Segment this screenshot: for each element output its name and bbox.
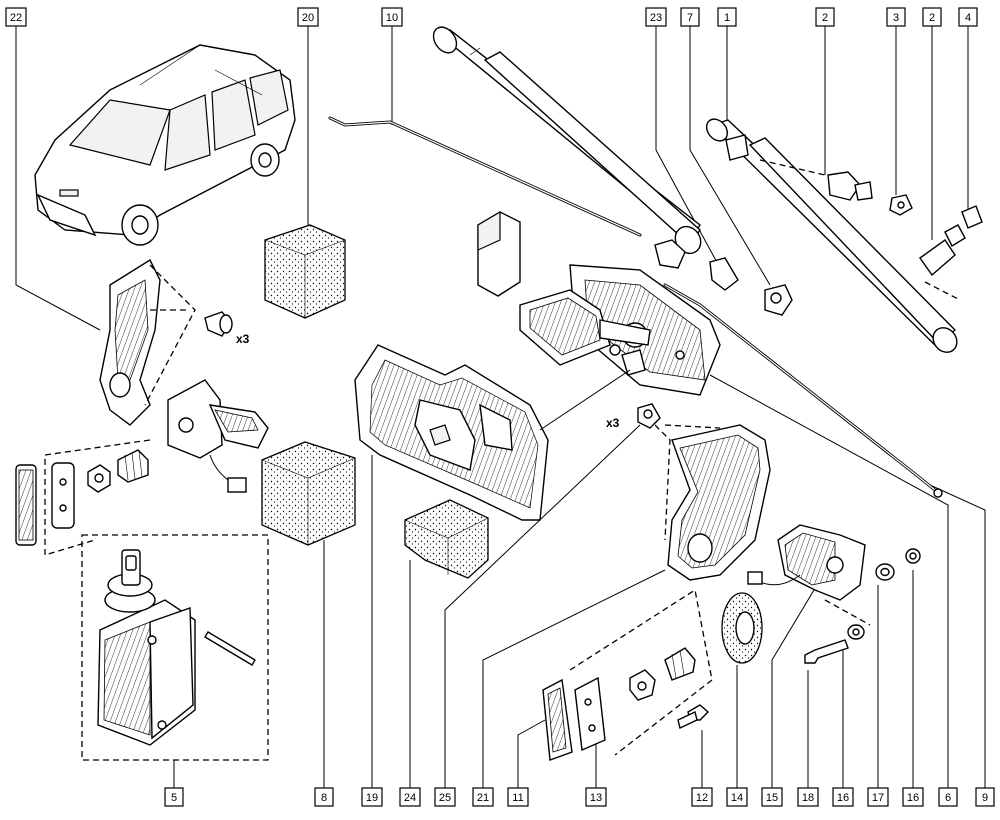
callout-2-top: 2 bbox=[815, 7, 835, 27]
lock-cylinder-assembly bbox=[81, 534, 269, 761]
lock-actuator-motor bbox=[167, 379, 269, 493]
callout-label: 20 bbox=[302, 12, 314, 24]
callout-label: 2 bbox=[929, 12, 935, 24]
lock-bracket bbox=[99, 258, 196, 426]
lock-cylinder-parts-bottom bbox=[542, 588, 713, 761]
callout-20: 20 bbox=[297, 7, 319, 27]
callout-label: 23 bbox=[650, 12, 662, 24]
trim-screws-qty: x3 bbox=[606, 416, 620, 430]
lock-gasket bbox=[721, 592, 763, 664]
callout-4: 4 bbox=[958, 7, 978, 27]
callout-label: 1 bbox=[724, 12, 730, 24]
callout-label: 7 bbox=[687, 12, 693, 24]
callout-label: 13 bbox=[590, 792, 602, 804]
ball-joint-fittings bbox=[654, 239, 793, 316]
minivan-icon bbox=[34, 44, 296, 246]
callout-label: 16 bbox=[837, 792, 849, 804]
control-rod-6 bbox=[663, 283, 943, 498]
tailgate-latch-assembly bbox=[519, 264, 721, 396]
callout-6: 6 bbox=[938, 787, 958, 807]
callout-label: 22 bbox=[10, 12, 22, 24]
callout-3: 3 bbox=[886, 7, 906, 27]
callout-12: 12 bbox=[691, 787, 713, 807]
callout-1: 1 bbox=[717, 7, 737, 27]
callout-label: 5 bbox=[171, 792, 177, 804]
trim-panel bbox=[354, 344, 631, 521]
callout-label: 10 bbox=[386, 12, 398, 24]
callout-label: 21 bbox=[477, 792, 489, 804]
callout-label: 8 bbox=[321, 792, 327, 804]
lock-bolts-qty: x3 bbox=[236, 332, 250, 346]
bezel-housing bbox=[654, 424, 771, 581]
callout-label: 14 bbox=[731, 792, 743, 804]
callout-label: 25 bbox=[439, 792, 451, 804]
callout-label: 12 bbox=[696, 792, 708, 804]
callout-label: 19 bbox=[366, 792, 378, 804]
callout-7: 7 bbox=[680, 7, 700, 27]
foam-block-20 bbox=[264, 224, 346, 319]
callout-label: 9 bbox=[982, 792, 988, 804]
callout-label: 3 bbox=[893, 12, 899, 24]
callout-14: 14 bbox=[726, 787, 748, 807]
callout-10: 10 bbox=[381, 7, 403, 27]
callout-9: 9 bbox=[975, 787, 995, 807]
foam-block-24 bbox=[404, 499, 489, 579]
callout-label: 6 bbox=[945, 792, 951, 804]
callout-17: 17 bbox=[867, 787, 889, 807]
callout-24: 24 bbox=[399, 787, 421, 807]
callout-18: 18 bbox=[797, 787, 819, 807]
callout-label: 4 bbox=[965, 12, 971, 24]
lock-cylinder-parts-left bbox=[15, 439, 151, 556]
callout-21: 21 bbox=[472, 787, 494, 807]
leader-lines bbox=[15, 22, 986, 790]
callout-label: 17 bbox=[872, 792, 884, 804]
foam-block-8 bbox=[261, 441, 356, 546]
trim-screw bbox=[637, 403, 661, 429]
bolt-18-washer-16 bbox=[804, 624, 865, 664]
callout-22: 22 bbox=[5, 7, 27, 27]
callout-25: 25 bbox=[434, 787, 456, 807]
callout-11: 11 bbox=[507, 787, 529, 807]
callout-label: 11 bbox=[512, 792, 523, 804]
callout-label: 24 bbox=[404, 792, 416, 804]
control-rod-10 bbox=[328, 116, 642, 237]
callout-15: 15 bbox=[761, 787, 783, 807]
callout-2-right: 2 bbox=[922, 7, 942, 27]
strut-ball-stud-parts bbox=[827, 171, 983, 301]
tailgate-switch bbox=[747, 524, 871, 626]
callout-label: 2 bbox=[822, 12, 828, 24]
callout-19: 19 bbox=[361, 787, 383, 807]
callout-13: 13 bbox=[585, 787, 607, 807]
nut-washer-17-16 bbox=[875, 548, 921, 581]
callout-23: 23 bbox=[645, 7, 667, 27]
callout-label: 18 bbox=[802, 792, 814, 804]
callout-5: 5 bbox=[164, 787, 184, 807]
callout-label: 15 bbox=[766, 792, 778, 804]
callout-8: 8 bbox=[314, 787, 334, 807]
reference-block bbox=[477, 210, 521, 297]
callout-label: 16 bbox=[907, 792, 919, 804]
callout-16-left: 16 bbox=[832, 787, 854, 807]
callout-16-right: 16 bbox=[902, 787, 924, 807]
gas-strut-icon bbox=[432, 26, 702, 255]
gas-strut-right bbox=[705, 118, 958, 353]
bracket-screw bbox=[204, 311, 233, 337]
